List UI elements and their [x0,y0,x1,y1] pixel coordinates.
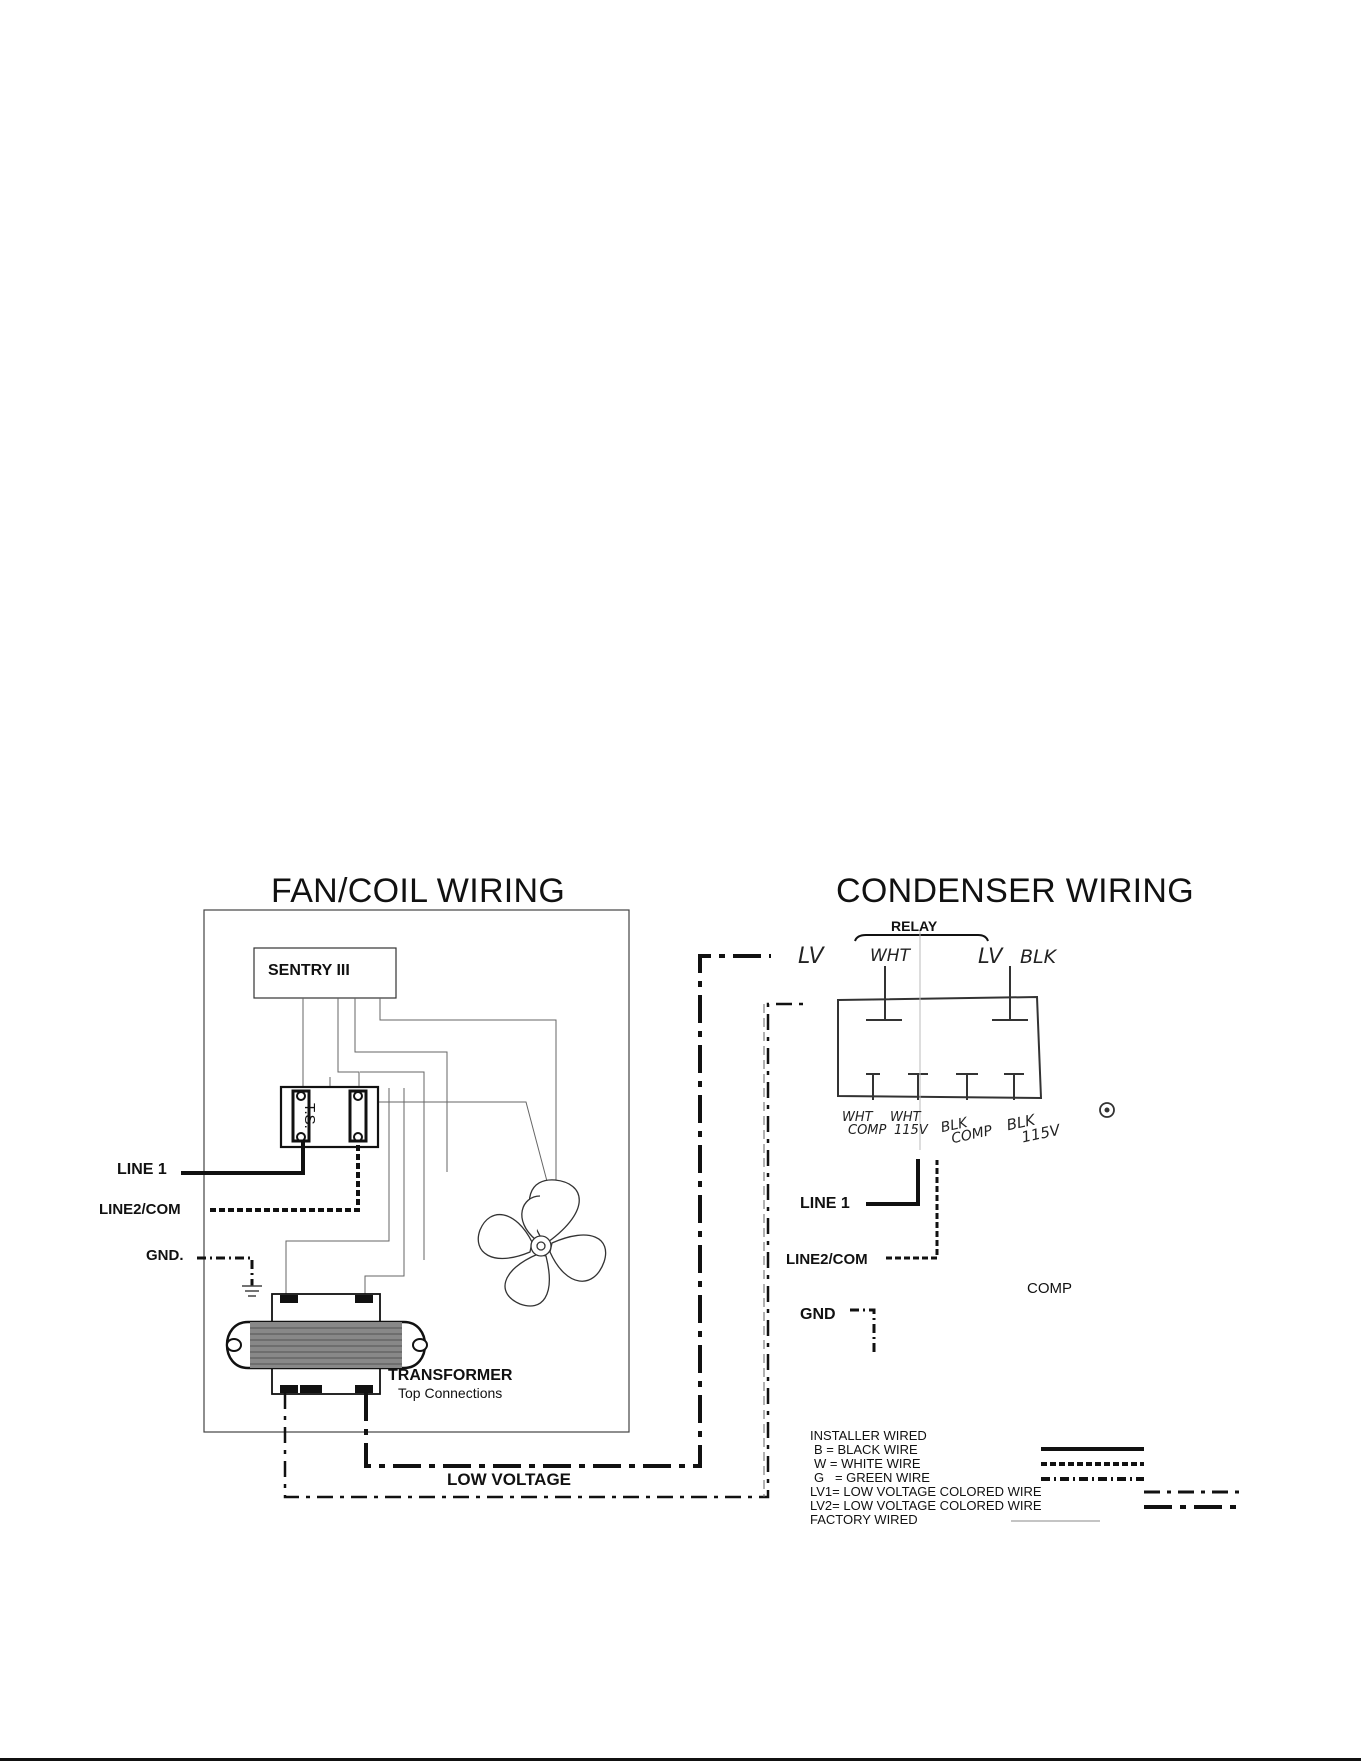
terminal-2-bottom: 115V [894,1123,928,1138]
legend-samples [1011,1447,1242,1522]
lv-right-label: LV [978,944,1003,968]
wht-top-label: WHT [870,946,910,966]
ts-label: T.S. [301,1103,318,1129]
legend-item-lv1: LV1= LOW VOLTAGE COLORED WIRE [810,1484,1042,1499]
condenser-title: CONDENSER WIRING [836,872,1195,910]
relay-contacts [866,966,1028,1100]
terminal-2-top: WHT [890,1110,921,1125]
mount-hole-icon [1099,1102,1115,1118]
relay-box [837,995,1043,1100]
ground-symbol [242,1285,262,1297]
legend-item-green: G = GREEN WIRE [814,1470,930,1485]
lv-left-label: LV [798,944,824,969]
fan-icon [477,1179,607,1307]
gnd-label: GND. [146,1247,184,1264]
relay-bracket [854,934,989,942]
legend-item-lv2: LV2= LOW VOLTAGE COLORED WIRE [810,1498,1042,1513]
page-bottom-rule [0,1758,1361,1761]
cond-line2-label: LINE2/COM [786,1251,868,1268]
legend-item-white: W = WHITE WIRE [814,1456,921,1471]
terminal-1-bottom: COMP [848,1123,887,1138]
terminal-2: WHT 115V [890,1111,928,1137]
cond-gnd-label: GND [800,1306,836,1323]
line2-wire [210,1141,360,1212]
cond-line1-label: LINE 1 [800,1195,850,1212]
lv2-wire [364,954,771,1468]
sentry-label: SENTRY III [268,962,350,979]
comp-label: COMP [1027,1280,1072,1297]
fan-coil-title: FAN/COIL WIRING [271,872,566,910]
cond-line2-wire [886,1160,939,1260]
legend-item-factory: FACTORY WIRED [810,1512,918,1527]
sentry-box [253,947,397,999]
relay-label: RELAY [891,918,938,934]
factory-wires [285,998,557,1295]
legend: INSTALLER WIRED B = BLACK WIRE W = WHITE… [810,1429,1042,1527]
cond-gnd-wire [850,1308,876,1354]
low-voltage-label: LOW VOLTAGE [447,1470,572,1489]
ts-block [279,1085,380,1149]
gnd-wire [197,1256,254,1286]
line2-label: LINE2/COM [99,1201,181,1218]
terminal-1-top: WHT [842,1110,873,1125]
transformer-label: TRANSFORMER [388,1367,513,1384]
blk-top-label: BLK [1020,946,1057,968]
legend-item-black: B = BLACK WIRE [814,1442,918,1457]
line1-label: LINE 1 [117,1161,167,1178]
transformer-icon [225,1293,428,1395]
transformer-sub-label: Top Connections [398,1385,503,1401]
line1-wire [181,1141,305,1175]
lv1-wire [283,1002,806,1499]
legend-header: INSTALLER WIRED [810,1428,927,1443]
cond-line1-wire [866,1159,920,1206]
terminal-1: WHT COMP [842,1111,886,1137]
